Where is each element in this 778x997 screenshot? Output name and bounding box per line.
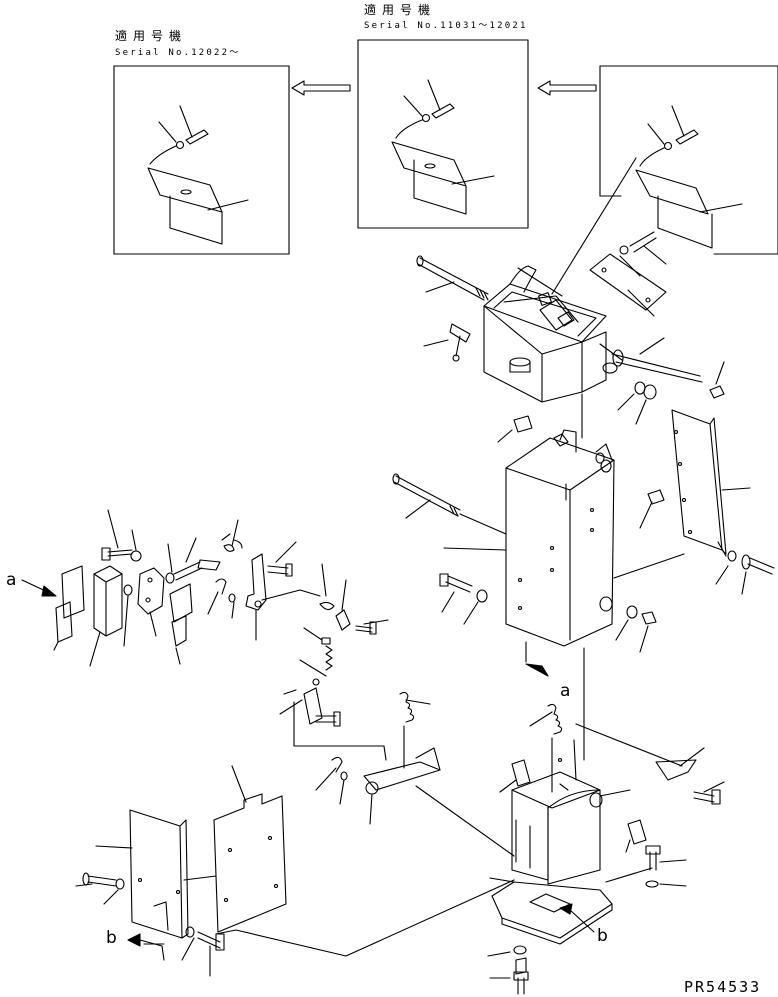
lower-left-panels bbox=[76, 766, 514, 976]
inset-box-middle bbox=[358, 40, 528, 228]
inset-box-right bbox=[600, 66, 778, 254]
spacers-column-top bbox=[498, 416, 604, 463]
spring-rod-linkage bbox=[280, 628, 340, 726]
joint-upper-left bbox=[424, 324, 470, 361]
pedal-assembly bbox=[294, 692, 440, 824]
drawing-code: PR54533 bbox=[684, 978, 762, 996]
spacer-column-right bbox=[640, 490, 664, 528]
washers-upper bbox=[618, 382, 656, 424]
upper-control-box bbox=[484, 266, 622, 402]
inset-middle-serial: Serial No.11031～12021 bbox=[364, 21, 528, 31]
inset-box-left bbox=[114, 66, 289, 254]
arrow-a-left bbox=[22, 580, 56, 596]
long-bolt-middle bbox=[393, 474, 506, 534]
cover-plate-upper bbox=[590, 232, 666, 316]
callout-a-right: a bbox=[560, 681, 571, 701]
callout-b-left: b bbox=[106, 928, 117, 948]
long-bolt-upper bbox=[417, 256, 488, 300]
joint-linkage-right bbox=[300, 564, 388, 634]
rod-upper-right bbox=[612, 338, 724, 398]
inset-left-serial: Serial No.12022～ bbox=[115, 48, 241, 58]
lower-base-column bbox=[416, 704, 724, 994]
inset-left-parts bbox=[148, 106, 248, 244]
washers-column-right bbox=[616, 606, 656, 652]
arrow-icon-left bbox=[292, 81, 350, 95]
callout-a-left: a bbox=[6, 570, 17, 590]
bolt-washer-middle-left bbox=[440, 574, 487, 624]
inset-middle-parts bbox=[392, 80, 494, 214]
middle-column bbox=[444, 430, 614, 676]
inset-middle-heading: 適用号機 bbox=[364, 3, 437, 17]
inset-left-heading: 適用号機 bbox=[115, 29, 188, 43]
side-panel-right bbox=[614, 410, 774, 594]
left-linkage-group bbox=[54, 510, 300, 666]
arrow-icon-middle bbox=[538, 81, 596, 95]
callout-b-right: b bbox=[597, 926, 608, 946]
inset-right-parts bbox=[636, 106, 742, 248]
